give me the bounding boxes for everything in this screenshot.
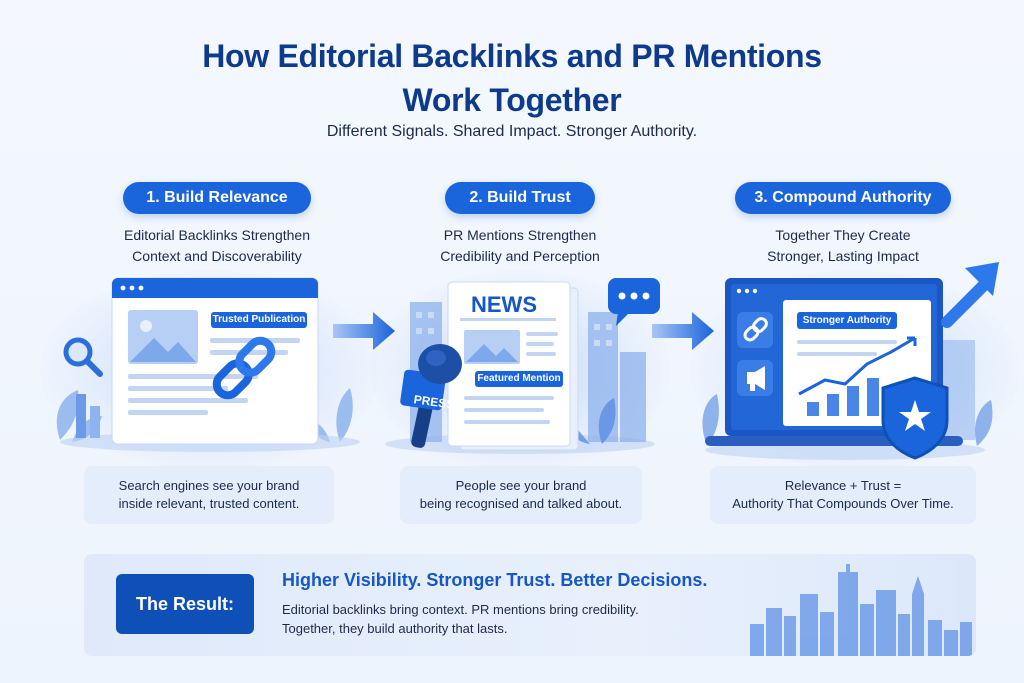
result-headline: Higher Visibility. Stronger Trust. Bette… [282, 570, 708, 590]
step1-pill: 1. Build Relevance [123, 182, 311, 214]
step2-description: PR Mentions Strengthen Credibility and P… [393, 225, 647, 267]
newspaper [447, 281, 571, 447]
link-icon [212, 336, 276, 400]
step3-card-line2: Authority That Compounds Over Time. [732, 496, 954, 511]
step3-description: Together They Create Stronger, Lasting I… [716, 225, 970, 267]
result-line2: Together, they build authority that last… [282, 621, 508, 636]
bar-mark [827, 394, 839, 416]
leaf-decoration [702, 394, 993, 446]
page-title-line1: How Editorial Backlinks and PR Mentions [202, 38, 822, 74]
trend-arrow-icon [941, 262, 999, 328]
bar-mark [90, 406, 100, 438]
megaphone-icon [737, 360, 773, 396]
news-masthead: NEWS [471, 292, 537, 317]
bar-mark [847, 386, 859, 416]
step3-pill: 3. Compound Authority [735, 182, 951, 214]
right-arrow-icon [333, 312, 395, 350]
skyline-decoration [750, 564, 972, 656]
step2-desc-line2: Credibility and Perception [440, 248, 600, 264]
featured-mention-tag: Featured Mention [475, 371, 563, 387]
bar-mark [867, 378, 879, 416]
step1-card-line1: Search engines see your brand [118, 478, 300, 493]
step2-card-line2: being recognised and talked about. [419, 496, 623, 511]
step3-desc-line1: Together They Create [775, 227, 911, 243]
page-subtitle: Different Signals. Shared Impact. Strong… [326, 123, 698, 140]
page-title: How Editorial Backlinks and PR Mentions … [0, 34, 1024, 122]
browser-window [111, 277, 319, 445]
search-icon [63, 337, 103, 377]
step3-desc-line2: Stronger, Lasting Impact [767, 248, 919, 264]
step1-card-line2: inside relevant, trusted content. [118, 496, 300, 511]
microphone-icon [400, 344, 462, 448]
link-icon [737, 312, 773, 348]
step3-card: Relevance + Trust = Authority That Compo… [710, 466, 976, 524]
result-label: The Result: [116, 574, 254, 634]
step2-card: People see your brand being recognised a… [400, 466, 642, 524]
step1-desc-line2: Context and Discoverability [132, 248, 302, 264]
step3-illustration [702, 262, 999, 460]
right-arrow-icon [652, 312, 714, 350]
step3-card-line1: Relevance + Trust = [784, 478, 902, 493]
step2-desc-line1: PR Mentions Strengthen [443, 227, 597, 243]
shield-star-icon [881, 376, 949, 460]
step1-card: Search engines see your brand inside rel… [84, 466, 334, 524]
step1-description: Editorial Backlinks Strengthen Context a… [90, 225, 344, 267]
result-panel [84, 554, 976, 656]
bar-mark [807, 402, 819, 416]
stronger-authority-tag: Stronger Authority [797, 312, 897, 329]
step1-desc-line1: Editorial Backlinks Strengthen [124, 227, 310, 243]
step2-pill: 2. Build Trust [445, 182, 595, 214]
step2-illustration [385, 278, 660, 454]
step2-card-line1: People see your brand [455, 478, 587, 493]
chat-bubble-icon [608, 278, 660, 326]
result-line1: Editorial backlinks bring context. PR me… [282, 602, 639, 617]
step1-illustration [56, 277, 360, 452]
bar-mark [76, 394, 86, 438]
page-title-line2: Work Together [402, 82, 622, 118]
trend-line [798, 336, 916, 396]
result-text: Editorial backlinks bring context. PR me… [282, 600, 639, 638]
trusted-publication-tag: Trusted Publication [211, 312, 307, 328]
